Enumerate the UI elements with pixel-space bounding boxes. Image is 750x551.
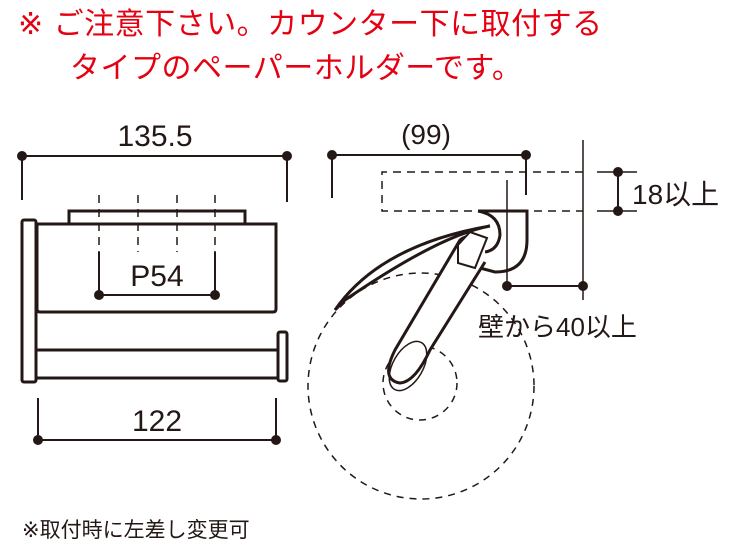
notice-line-1: ※ ご注意下さい。カウンター下に取付する	[18, 7, 603, 42]
bracket	[478, 209, 529, 274]
width-dim-label: 135.5	[117, 120, 192, 153]
counter-outline	[381, 171, 583, 212]
footer-note: ※取付時に左差し変更可	[22, 518, 250, 542]
holder-body	[35, 222, 278, 314]
wall-dim-label: 壁から40以上	[478, 312, 637, 342]
depth-dim-label: (99)	[401, 119, 451, 150]
bar-dim-label: 122	[132, 405, 182, 438]
paper-bar	[34, 348, 280, 380]
paper-roll-outline	[307, 272, 535, 500]
paper-flap	[333, 224, 491, 312]
pitch-dim-label: P54	[130, 260, 183, 293]
back-plate	[20, 218, 38, 384]
side-view	[307, 140, 637, 500]
notice-line-2: タイプのペーパーホルダーです。	[70, 51, 523, 86]
front-view	[17, 151, 292, 445]
counter-dim-label: 18以上	[632, 179, 719, 210]
